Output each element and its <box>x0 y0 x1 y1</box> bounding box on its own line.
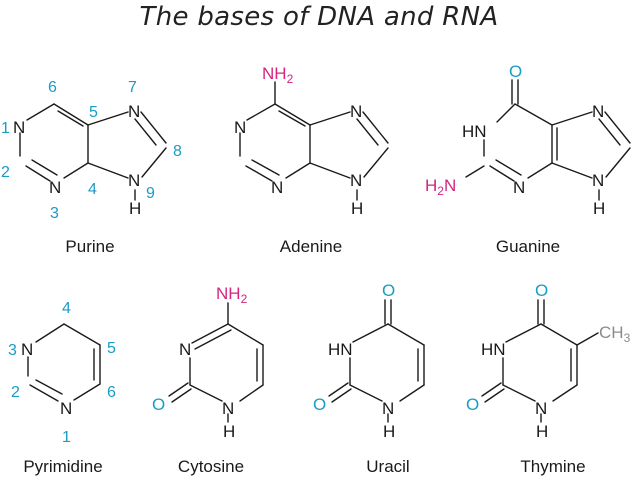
purine-label: Purine <box>65 237 114 256</box>
guanine-oxygen: O <box>509 62 522 81</box>
cytosine-structure: N N H O NH2 Cytosine <box>152 284 264 476</box>
purine-num-4: 4 <box>88 181 97 198</box>
purine-num-7: 7 <box>128 79 137 96</box>
thymine-methyl-group: CH3 <box>599 323 631 345</box>
thymine-atoms: O HN N H O CH3 <box>466 281 631 441</box>
thymine-structure: O HN N H O CH3 Thymine <box>466 281 631 476</box>
adenine-n7: N <box>350 102 362 121</box>
uracil-bonds <box>328 299 425 423</box>
purine-n7: N <box>128 102 140 121</box>
uracil-hn3: HN <box>328 340 353 359</box>
uracil-oxygen-4: O <box>382 281 395 300</box>
thymine-h1: H <box>536 422 548 441</box>
pyrimidine-n3: N <box>21 340 33 359</box>
thymine-bonds <box>481 299 599 423</box>
pyrimidine-num-5: 5 <box>107 340 116 357</box>
thymine-oxygen-4: O <box>535 281 548 300</box>
purine-num-3: 3 <box>50 205 59 222</box>
guanine-amino-group: H2N <box>425 176 456 198</box>
cytosine-bonds <box>168 302 264 423</box>
cytosine-n1: N <box>222 399 234 418</box>
adenine-h9: H <box>351 199 363 218</box>
pyrimidine-num-3: 3 <box>8 342 17 359</box>
guanine-n3: N <box>513 178 525 197</box>
guanine-h9: H <box>593 199 605 218</box>
pyrimidine-bonds <box>27 323 101 402</box>
cytosine-label: Cytosine <box>178 457 244 476</box>
purine-n1: N <box>13 118 25 137</box>
adenine-atoms: N N N N H NH2 <box>234 64 363 218</box>
adenine-n3: N <box>271 178 283 197</box>
adenine-bonds <box>239 81 389 201</box>
cytosine-amino-group: NH2 <box>216 284 248 306</box>
purine-num-1: 1 <box>1 120 10 137</box>
purine-atoms: N N N N H <box>13 102 141 218</box>
guanine-atoms: O HN N N N H H2N <box>425 62 605 218</box>
pyrimidine-structure: N N 1 2 3 4 5 6 Pyrimidine <box>8 300 116 476</box>
purine-numbering: 1 2 3 4 5 6 7 8 9 <box>1 79 182 222</box>
pyrimidine-num-6: 6 <box>107 384 116 401</box>
diagram-title: The bases of DNA and RNA <box>139 2 499 32</box>
cytosine-h1: H <box>223 422 235 441</box>
cytosine-atoms: N N H O NH2 <box>152 284 248 441</box>
uracil-label: Uracil <box>366 457 409 476</box>
purine-num-6: 6 <box>48 79 57 96</box>
guanine-label: Guanine <box>496 237 560 256</box>
uracil-oxygen-2: O <box>313 395 326 414</box>
adenine-label: Adenine <box>280 237 342 256</box>
adenine-structure: N N N N H NH2 Adenine <box>234 64 389 256</box>
guanine-n7: N <box>592 102 604 121</box>
guanine-hn1: HN <box>462 122 487 141</box>
purine-num-9: 9 <box>146 185 155 202</box>
guanine-structure: O HN N N N H H2N Guanine <box>425 62 631 256</box>
adenine-n1: N <box>234 118 246 137</box>
purine-bonds <box>19 103 167 201</box>
purine-structure: N N N N H 1 2 3 4 5 6 7 8 9 Purine <box>1 79 182 256</box>
cytosine-n3: N <box>179 340 191 359</box>
pyrimidine-num-4: 4 <box>62 300 71 317</box>
guanine-bonds <box>465 79 631 201</box>
adenine-n9: N <box>350 171 362 190</box>
purine-num-2: 2 <box>1 164 10 181</box>
thymine-n1: N <box>535 399 547 418</box>
uracil-n1: N <box>382 399 394 418</box>
purine-n3: N <box>49 178 61 197</box>
uracil-structure: O HN N H O Uracil <box>313 281 425 476</box>
purine-h9: H <box>129 199 141 218</box>
thymine-hn3: HN <box>481 340 506 359</box>
pyrimidine-num-2: 2 <box>11 384 20 401</box>
pyrimidine-label: Pyrimidine <box>23 457 102 476</box>
adenine-amino-group: NH2 <box>262 64 294 86</box>
cytosine-oxygen: O <box>152 395 165 414</box>
guanine-n9: N <box>592 171 604 190</box>
pyrimidine-atoms: N N <box>21 340 72 418</box>
purine-num-5: 5 <box>89 104 98 121</box>
pyrimidine-n1: N <box>60 399 72 418</box>
thymine-label: Thymine <box>520 457 585 476</box>
purine-num-8: 8 <box>173 143 182 160</box>
pyrimidine-num-1: 1 <box>62 429 71 446</box>
uracil-atoms: O HN N H O <box>313 281 395 441</box>
purine-n9: N <box>128 171 140 190</box>
thymine-oxygen-2: O <box>466 395 479 414</box>
pyrimidine-numbering: 1 2 3 4 5 6 <box>8 300 116 446</box>
uracil-h1: H <box>383 422 395 441</box>
